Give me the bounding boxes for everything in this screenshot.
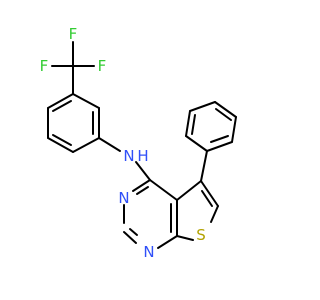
bond-ring2-4-inner — [215, 108, 232, 121]
bond-c4a-c4 — [149, 179, 178, 201]
bond-ring1-nh — [98, 137, 121, 152]
bond-c2-n1-inner — [129, 228, 138, 236]
bond-n1-c7a — [157, 235, 178, 249]
bond-c4a-c5 — [176, 180, 202, 201]
bond-skeleton — [47, 41, 237, 249]
fluorine-right-label: F — [98, 57, 107, 75]
bond-ring1-4 — [72, 137, 100, 153]
bond-c6-s — [210, 205, 219, 223]
bond-c5-c6-inner — [201, 190, 213, 207]
bond-ring2-6-inner — [210, 135, 229, 143]
amine-n-label: N — [123, 147, 134, 165]
bond-ring1-3-inner — [52, 134, 72, 146]
pyrimidine-n3-label: N — [118, 189, 129, 207]
molecule-diagram: F F F N H N N S — [40, 25, 237, 261]
bond-c4-n3 — [132, 179, 151, 192]
bond-ring2-3 — [189, 101, 216, 112]
bond-ring1-1-inner — [52, 100, 72, 112]
bond-c4-n3-inner — [136, 186, 149, 195]
bond-ring2-2 — [185, 110, 191, 137]
fluorine-top-label: F — [69, 25, 78, 43]
bond-ring2-6 — [206, 141, 233, 152]
bond-c5-c6 — [200, 180, 219, 207]
bond-s-c7a — [176, 235, 194, 241]
bond-ring1-1 — [47, 93, 74, 109]
bond-ring1-6 — [72, 93, 100, 109]
bond-c5-phenyl — [200, 150, 208, 182]
bond-c2-n1 — [123, 231, 137, 244]
bond-ring2-1 — [185, 135, 208, 152]
fluorine-left-label: F — [40, 57, 49, 75]
pyrimidine-n1-label: N — [143, 243, 154, 261]
bond-ring1-3 — [47, 137, 74, 153]
bond-ring2-4 — [214, 101, 237, 118]
amine-h-label: H — [137, 147, 148, 165]
atom-labels: F F F N H N N S — [40, 25, 206, 261]
bond-ring2-2-inner — [191, 114, 196, 135]
bond-ring2-5 — [231, 116, 237, 143]
thiophene-s-label: S — [196, 226, 206, 244]
bond-nh-c4 — [135, 161, 151, 181]
